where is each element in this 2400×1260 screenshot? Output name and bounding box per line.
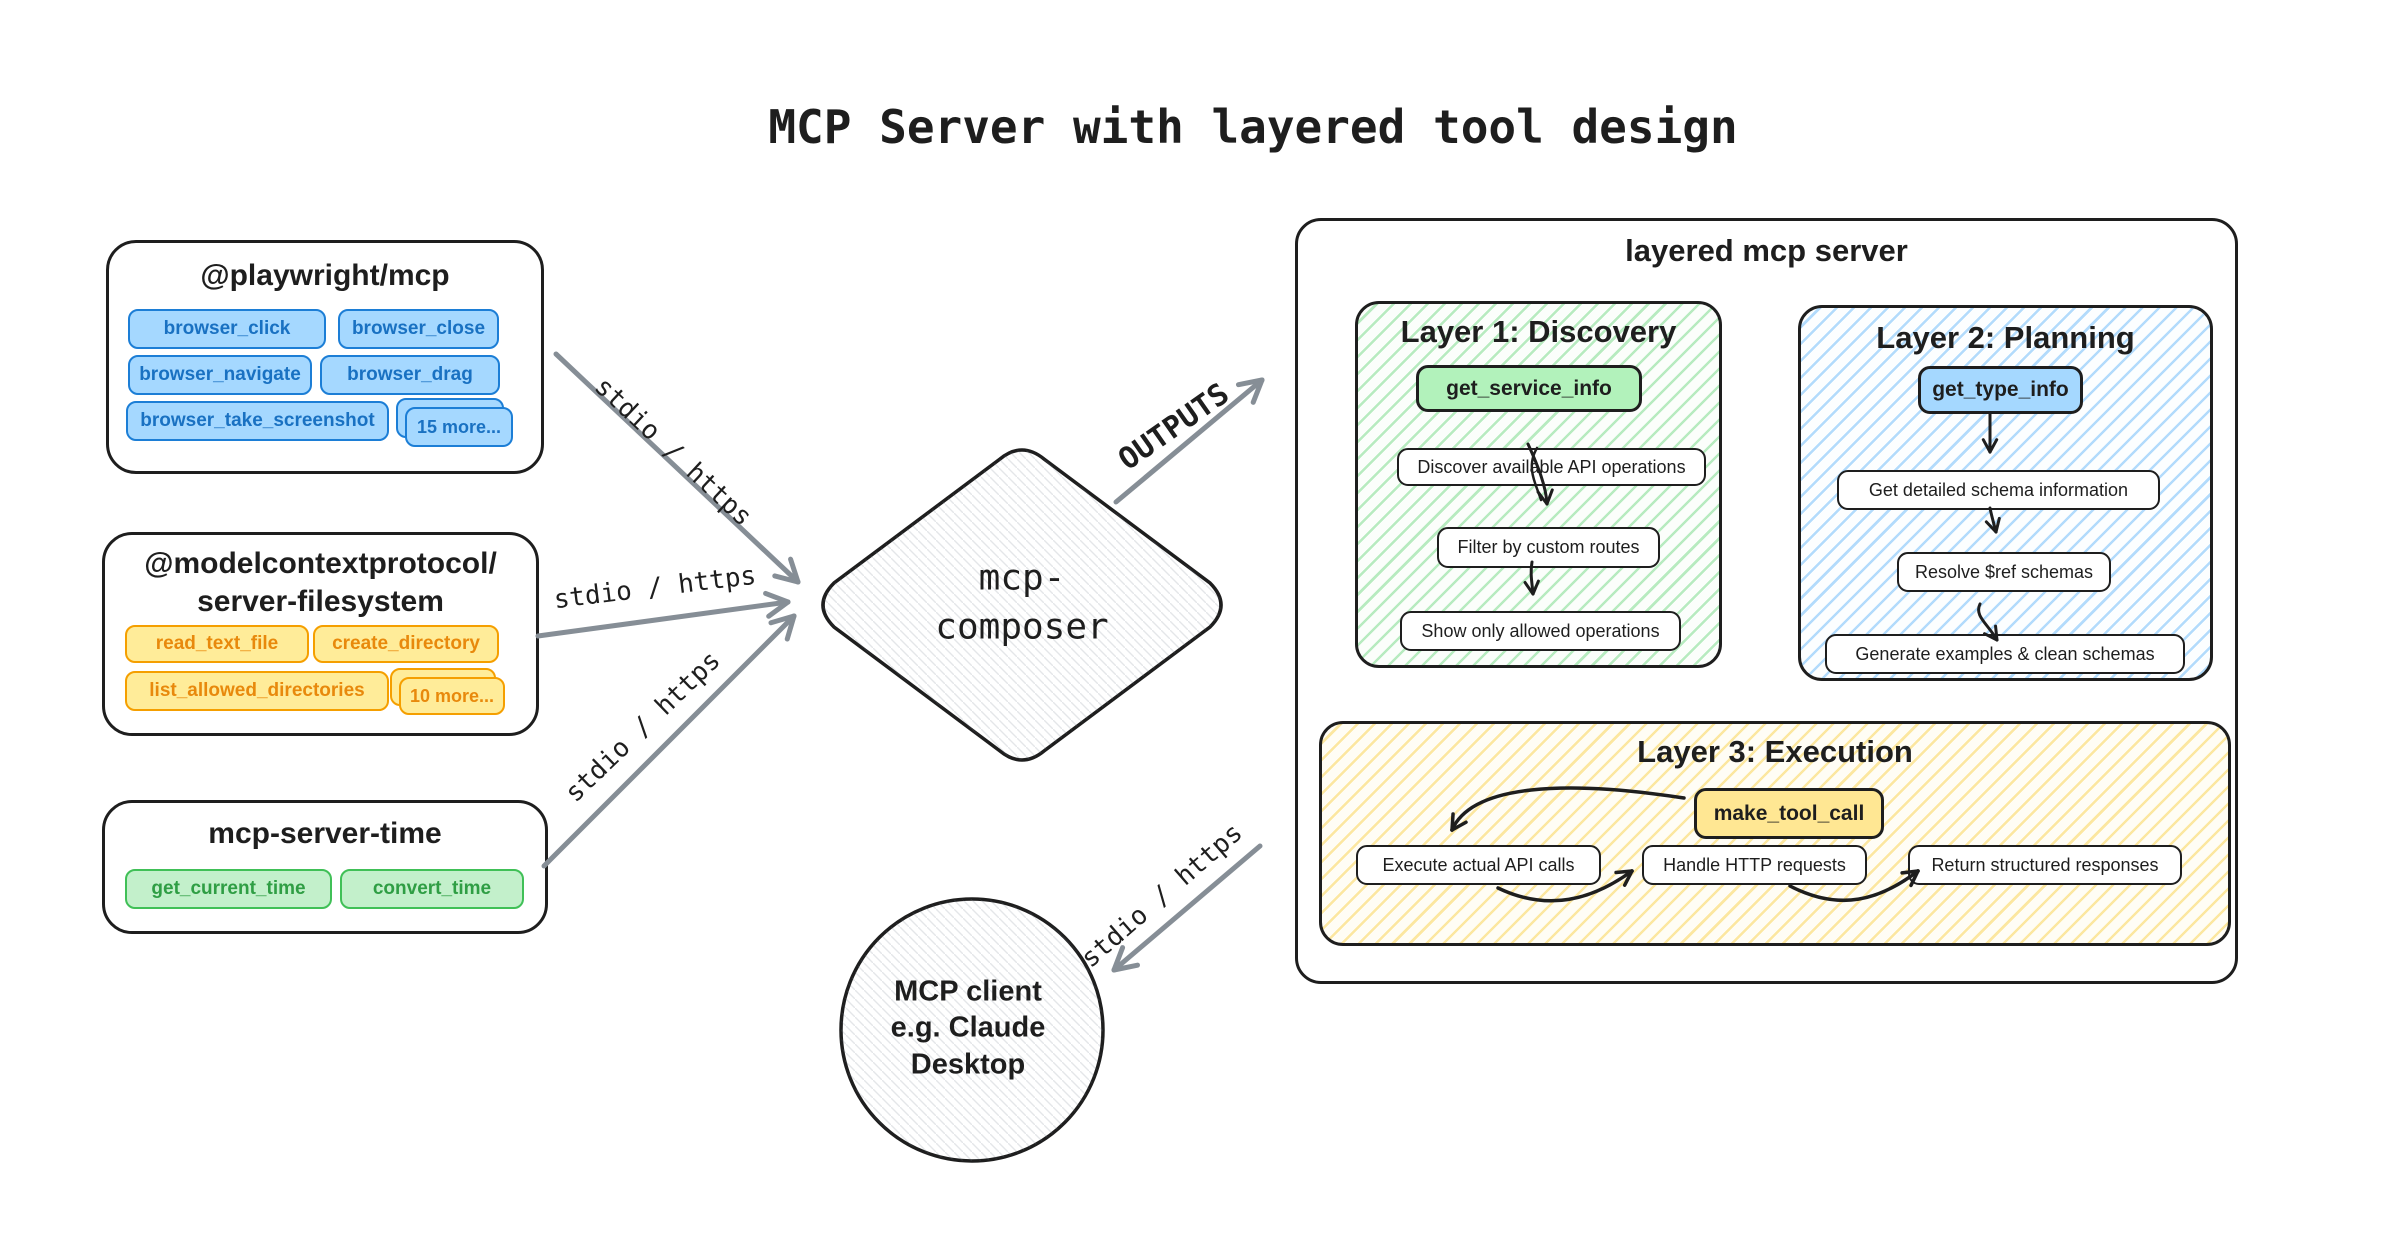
playwright-mcp-title: @playwright/mcp: [200, 259, 450, 292]
get-type-info-pill: get_type_info: [1918, 366, 2083, 414]
layer1-step-1: Discover available API operations: [1397, 448, 1706, 486]
layer3-execution-box: Layer 3: Execution make_tool_call Execut…: [1319, 721, 2231, 946]
layer2-title: Layer 2: Planning: [1876, 320, 2135, 355]
layer2-step-3: Generate examples & clean schemas: [1825, 634, 2185, 674]
tool-pill-convert-time: convert_time: [340, 869, 524, 909]
get-service-info-pill: get_service_info: [1416, 365, 1642, 412]
mcp-server-time-box: mcp-server-time get_current_time convert…: [102, 800, 548, 934]
mcp-client-line2: e.g. Claude: [890, 1011, 1046, 1044]
tool-pill-browser-take-screenshot: browser_take_screenshot: [126, 401, 389, 441]
mcp-client-line1: MCP client: [894, 975, 1042, 1008]
layer3-step-3: Return structured responses: [1908, 845, 2182, 885]
layer1-step-2: Filter by custom routes: [1437, 527, 1660, 568]
tool-pill-browser-close: browser_close: [338, 309, 499, 349]
playwright-more-label: 15 more...: [405, 407, 513, 447]
filesystem-more-pills: 10 more...: [390, 668, 505, 715]
layer2-planning-box: Layer 2: Planning get_type_info Get deta…: [1798, 305, 2213, 681]
layered-mcp-server-title: layered mcp server: [1625, 233, 1908, 268]
layer3-step-2: Handle HTTP requests: [1642, 845, 1867, 885]
tool-pill-create-directory: create_directory: [313, 625, 499, 663]
layer3-title: Layer 3: Execution: [1637, 734, 1913, 769]
filesystem-more-label: 10 more...: [399, 677, 505, 715]
tool-pill-read-text-file: read_text_file: [125, 625, 309, 663]
tool-pill-browser-click: browser_click: [128, 309, 326, 349]
filesystem-title-line2: server-filesystem: [197, 585, 444, 618]
tool-pill-browser-navigate: browser_navigate: [128, 355, 312, 395]
mcp-composer-line2: composer: [935, 606, 1109, 647]
playwright-mcp-box: @playwright/mcp browser_click browser_cl…: [106, 240, 544, 474]
mcp-client-line3: Desktop: [910, 1048, 1026, 1081]
page-title: MCP Server with layered tool design: [768, 100, 1738, 154]
filesystem-title-line1: @modelcontextprotocol/: [144, 547, 497, 580]
layer3-step-1: Execute actual API calls: [1356, 845, 1601, 885]
layer1-title: Layer 1: Discovery: [1400, 314, 1677, 349]
mcp-server-time-title: mcp-server-time: [208, 817, 442, 850]
mcp-composer-label: mcp- composer: [935, 554, 1108, 651]
layered-mcp-server-box: layered mcp server Layer 1: Discovery ge…: [1295, 218, 2238, 984]
mcp-client-label: MCP client e.g. Claude Desktop: [891, 974, 1046, 1083]
layer1-step-3: Show only allowed operations: [1400, 611, 1681, 651]
filesystem-box: @modelcontextprotocol/ server-filesystem…: [102, 532, 539, 736]
make-tool-call-pill: make_tool_call: [1694, 788, 1884, 839]
layer2-step-2: Resolve $ref schemas: [1897, 552, 2111, 592]
playwright-more-pills: 15 more...: [396, 398, 513, 447]
tool-pill-get-current-time: get_current_time: [125, 869, 332, 909]
layer2-step-1: Get detailed schema information: [1837, 470, 2160, 510]
layer1-discovery-box: Layer 1: Discovery get_service_info Disc…: [1355, 301, 1722, 668]
tool-pill-list-allowed-directories: list_allowed_directories: [125, 671, 389, 711]
tool-pill-browser-drag: browser_drag: [320, 355, 500, 395]
mcp-composer-line1: mcp-: [978, 557, 1066, 599]
